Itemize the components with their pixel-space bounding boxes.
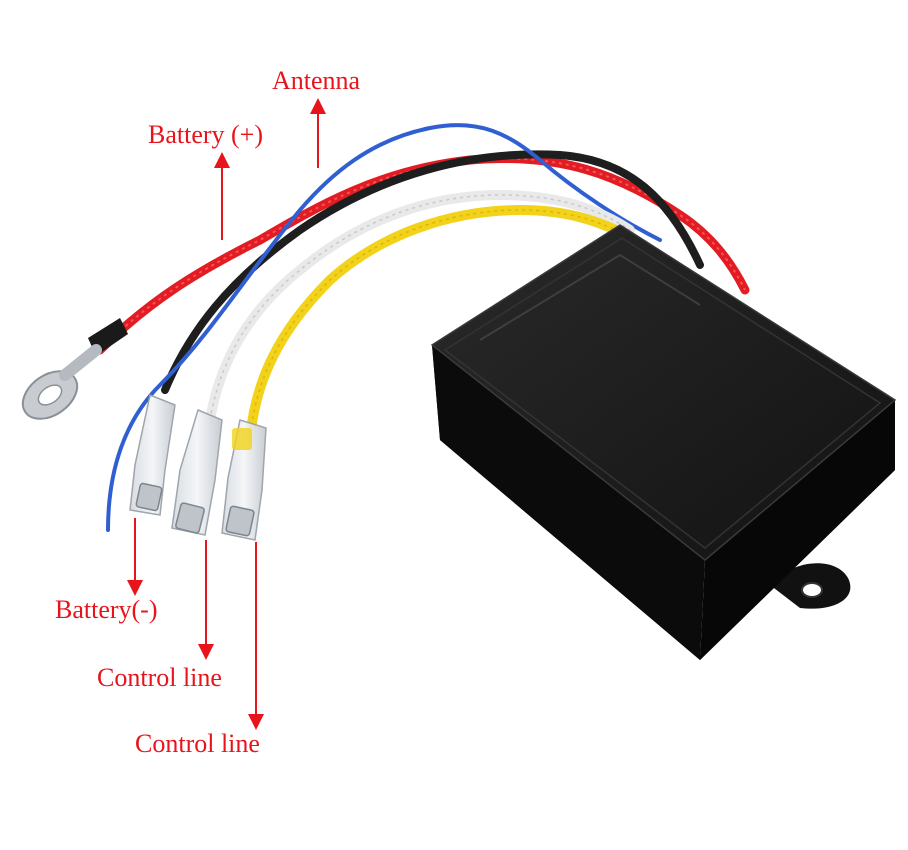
- module-top-face: [430, 224, 897, 561]
- control-line-label-2: Control line: [135, 729, 260, 758]
- black-wire: [161, 150, 704, 394]
- battery-plus-label: Battery (+): [148, 120, 264, 149]
- ring-terminal: [21, 318, 128, 420]
- callout-arrows: [127, 98, 326, 730]
- spade-connector-yellow: [221, 419, 267, 541]
- spade-connector-white: [171, 408, 223, 536]
- battery-minus-label: Battery(-): [55, 595, 158, 624]
- spade-connector-black: [129, 393, 176, 516]
- spade-connectors: [129, 393, 267, 541]
- control-line-label-1: Control line: [97, 663, 222, 692]
- antenna-label: Antenna: [272, 66, 361, 95]
- wires: [95, 123, 750, 532]
- controller-module: [430, 224, 897, 660]
